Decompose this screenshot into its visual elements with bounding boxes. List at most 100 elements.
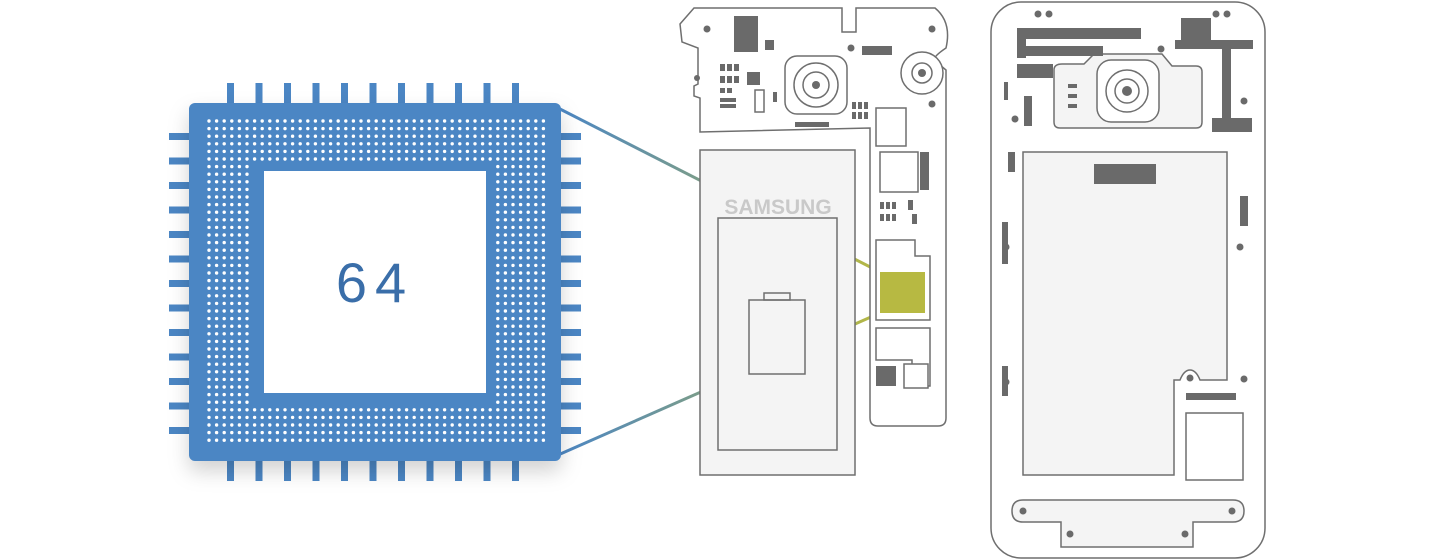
- chip-contact-dot: [328, 423, 333, 427]
- chip-contact-dot: [511, 240, 515, 245]
- chip-contact-dot: [473, 157, 477, 161]
- brand-logo-text: SAMSUNG: [724, 196, 831, 219]
- chip-contact-dot: [207, 149, 211, 154]
- chip-contact-dot: [336, 423, 340, 427]
- chip-contact-dot: [275, 157, 280, 161]
- chip-contact-dot: [237, 233, 242, 237]
- chip-contact-dot: [518, 256, 523, 260]
- chip-contact-dot: [252, 423, 257, 427]
- chip-contact-dot: [526, 263, 530, 268]
- chip-contact-dot: [450, 415, 454, 420]
- chip-contact-dot: [442, 415, 447, 420]
- chip-contact-dot: [488, 415, 492, 420]
- chip-contact-dot: [534, 309, 538, 313]
- chip-contact-dot: [214, 438, 219, 442]
- chip-contact-dot: [230, 392, 234, 397]
- chip-contact-dot: [518, 157, 523, 161]
- chip-contact-dot: [283, 415, 287, 420]
- chip-contact-dot: [237, 218, 242, 222]
- chip-contact-dot: [374, 119, 378, 123]
- chip-contact-dot: [541, 240, 546, 245]
- chip-contact-dot: [237, 438, 242, 442]
- chip-contact-dot: [503, 347, 508, 351]
- chip-contact-dot: [245, 271, 249, 275]
- chip-contact-dot: [511, 294, 515, 298]
- chip-contact-dot: [526, 256, 530, 260]
- chip-contact-dot: [458, 126, 462, 131]
- chip-contact-dot: [480, 119, 485, 123]
- chip-contact-dot: [245, 430, 249, 435]
- chip-contact-dot: [245, 362, 249, 366]
- chip-contact-dot: [222, 354, 226, 359]
- chip-contact-dot: [237, 271, 242, 275]
- chip-contact-dot: [298, 134, 302, 138]
- chip-contact-dot: [420, 142, 424, 146]
- chip-contact-dot: [222, 430, 226, 435]
- chip-contact-dot: [222, 142, 226, 146]
- chip-contact-dot: [230, 240, 234, 245]
- chip-contact-dot: [214, 370, 219, 374]
- chip-contact-dot: [245, 278, 249, 283]
- chip-contact-dot: [321, 157, 325, 161]
- chip-contact-dot: [328, 142, 333, 146]
- chip-contact-dot: [503, 316, 508, 321]
- chip-pin: [284, 83, 291, 105]
- chip-contact-dot: [290, 438, 295, 442]
- chip-contact-dot: [336, 126, 340, 131]
- chip-contact-dot: [488, 149, 492, 154]
- chip-contact-dot: [465, 126, 470, 131]
- chip-contact-dot: [526, 149, 530, 154]
- chip-contact-dot: [496, 271, 500, 275]
- housing-screw-holes: [1002, 10, 1248, 538]
- chip-pin: [398, 459, 405, 481]
- chip-contact-dot: [374, 408, 378, 412]
- chip-contact-dot: [336, 415, 340, 420]
- chip-contact-dot: [518, 377, 523, 382]
- chip-pin: [169, 353, 191, 361]
- chip-contact-dot: [214, 385, 219, 389]
- chip-pin: [559, 133, 581, 140]
- front-camera-core: [918, 69, 926, 77]
- chip-contact-dot: [534, 347, 538, 351]
- chip-contact-dot: [518, 126, 523, 131]
- chip-contact-dot: [511, 286, 515, 290]
- chip-contact-dot: [389, 423, 394, 427]
- chip-contact-dot: [511, 271, 515, 275]
- chip-contact-dot: [496, 187, 500, 192]
- chip-contact-dot: [503, 187, 508, 192]
- chip-contact-dot: [237, 256, 242, 260]
- chip-contact-dot: [404, 149, 409, 154]
- chip-contact-dot: [511, 126, 515, 131]
- chip-contact-dot: [435, 134, 439, 138]
- chip-contact-dot: [366, 119, 371, 123]
- chip-pins: [169, 83, 581, 481]
- chip-contact-dot: [526, 309, 530, 313]
- chip-contact-dot: [260, 126, 264, 131]
- chip-contact-dot: [518, 263, 523, 268]
- chip-contact-dot: [290, 134, 295, 138]
- processor-highlight: [880, 272, 925, 313]
- chip-contact-dot: [382, 119, 386, 123]
- chip-contact-dot: [518, 225, 523, 230]
- chip-pin: [341, 459, 348, 481]
- chip-contact-dot: [518, 142, 523, 146]
- chip-contact-dot: [237, 286, 242, 290]
- chip-pin: [559, 378, 581, 385]
- chip-contact-dot: [366, 430, 371, 435]
- chip-contact-dot: [518, 316, 523, 321]
- chip-contact-dot: [496, 278, 500, 283]
- chip-contact-dot: [480, 134, 485, 138]
- chip-contact-dot: [458, 408, 462, 412]
- battery-icon-cap: [763, 292, 791, 301]
- chip-contact-dot: [511, 332, 515, 336]
- chip-contact-dot: [321, 119, 325, 123]
- chip-contact-dot: [511, 385, 515, 389]
- chip-contact-dot: [344, 408, 348, 412]
- chip-pin: [169, 231, 191, 238]
- chip-contact-dot: [404, 157, 409, 161]
- chip-contact-dot: [496, 180, 500, 184]
- chip-contact-dot: [222, 385, 226, 389]
- chip-contact-dot: [420, 157, 424, 161]
- chip-contact-dot: [222, 423, 226, 427]
